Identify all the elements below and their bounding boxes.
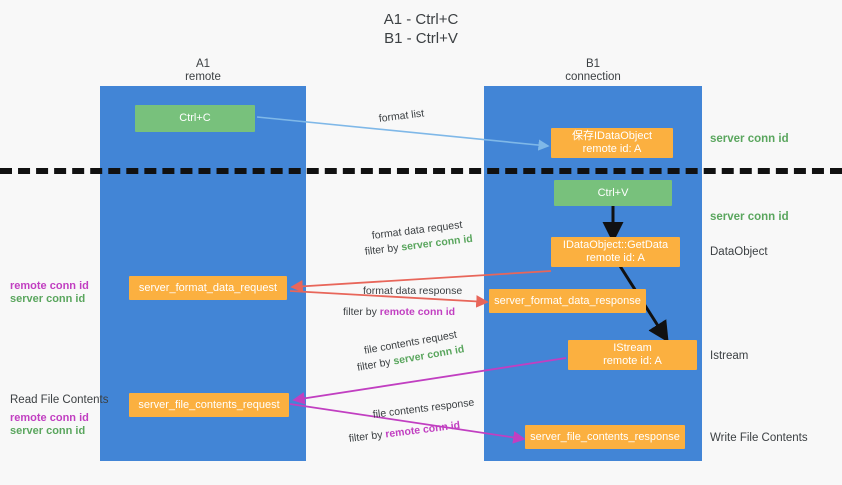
box-server-file-contents-response-label: server_file_contents_response bbox=[530, 430, 680, 443]
label-file-contents-response: file contents response bbox=[372, 396, 475, 421]
column-a1-sub: remote bbox=[185, 71, 221, 83]
label-file-contents-response-filter: filter by remote conn id bbox=[348, 418, 461, 446]
box-server-file-contents-request-label: server_file_contents_request bbox=[138, 398, 280, 411]
label-server-conn-id-second: server conn id bbox=[710, 211, 789, 223]
filter-prefix-4: filter by bbox=[348, 428, 387, 445]
box-getdata-line2: remote id: A bbox=[586, 252, 645, 264]
title-line-2: B1 - Ctrl+V bbox=[384, 30, 458, 47]
column-a1-name: A1 bbox=[195, 58, 211, 70]
filter-prefix-2: filter by bbox=[343, 306, 380, 318]
box-istream-line1: IStream bbox=[613, 342, 652, 354]
box-idataobject-getdata[interactable]: IDataObject::GetData remote id: A bbox=[551, 237, 680, 267]
box-save-idataobject-line1: 保存IDataObject bbox=[571, 130, 653, 142]
label-format-data-response: format data response bbox=[363, 285, 463, 297]
phase-divider bbox=[0, 168, 842, 174]
label-format-data-response-filter: filter by remote conn id bbox=[343, 305, 455, 319]
column-b1-sub: connection bbox=[565, 71, 621, 83]
box-istream[interactable]: IStream remote id: A bbox=[568, 340, 697, 370]
box-ctrl-c-label: Ctrl+C bbox=[179, 112, 211, 124]
filter-prefix-1: filter by bbox=[364, 241, 403, 258]
label-format-list: format list bbox=[378, 107, 425, 125]
box-ctrl-v-label: Ctrl+V bbox=[597, 186, 629, 199]
label-istream: Istream bbox=[710, 350, 749, 362]
filter-value-remote-conn-id-2: remote conn id bbox=[384, 419, 461, 441]
label-dataobject: DataObject bbox=[710, 246, 768, 258]
page-title: A1 - Ctrl+C B1 - Ctrl+V bbox=[0, 10, 842, 48]
label-server-conn-id-upper: server conn id bbox=[10, 293, 86, 305]
label-server-conn-id-lower: server conn id bbox=[10, 425, 86, 437]
box-server-format-data-response-label: server_format_data_response bbox=[494, 294, 641, 307]
label-remote-conn-id-lower: remote conn id bbox=[10, 412, 89, 424]
column-header-a1: A1 remote bbox=[100, 58, 306, 84]
box-server-file-contents-request[interactable]: server_file_contents_request bbox=[129, 393, 289, 417]
filter-value-remote-conn-id-1: remote conn id bbox=[379, 306, 456, 318]
label-remote-conn-id-upper: remote conn id bbox=[10, 280, 89, 292]
box-istream-line2: remote id: A bbox=[603, 355, 662, 367]
label-read-file-contents: Read File Contents bbox=[10, 394, 109, 406]
box-ctrl-v[interactable]: Ctrl+V bbox=[554, 180, 672, 206]
label-write-file-contents: Write File Contents bbox=[710, 432, 808, 444]
filter-prefix-3: filter by bbox=[356, 355, 395, 374]
box-server-format-data-response[interactable]: server_format_data_response bbox=[489, 289, 646, 313]
box-server-format-data-request[interactable]: server_format_data_request bbox=[129, 276, 287, 300]
title-line-1: A1 - Ctrl+C bbox=[383, 11, 459, 28]
column-b1-name: B1 bbox=[585, 58, 601, 70]
box-server-file-contents-response[interactable]: server_file_contents_response bbox=[525, 425, 685, 449]
box-server-format-data-request-label: server_format_data_request bbox=[138, 281, 278, 294]
label-server-conn-id-top: server conn id bbox=[710, 133, 789, 145]
box-save-idataobject-line2: remote id: A bbox=[582, 143, 642, 155]
box-getdata-line1: IDataObject::GetData bbox=[562, 239, 669, 251]
column-header-b1: B1 connection bbox=[484, 58, 702, 84]
box-ctrl-c[interactable]: Ctrl+C bbox=[135, 105, 255, 132]
box-save-idataobject[interactable]: 保存IDataObject remote id: A bbox=[551, 128, 673, 158]
